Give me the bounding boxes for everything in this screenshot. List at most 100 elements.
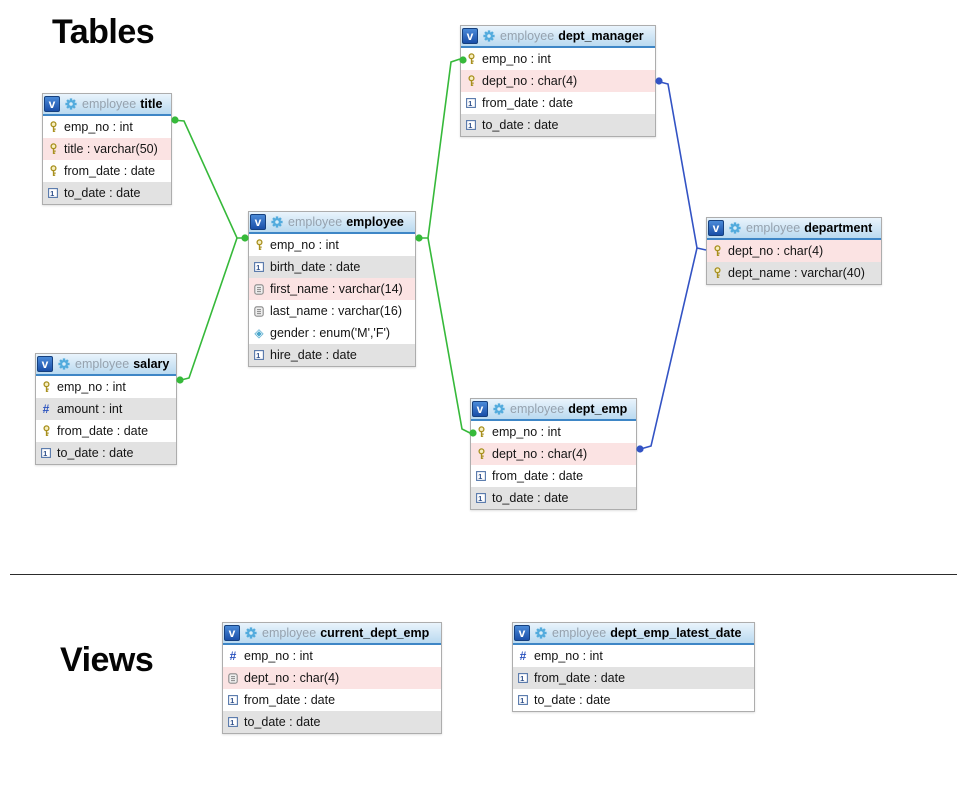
primary-key-icon [465, 53, 477, 65]
relation-line-dept_emp-department [636, 247, 698, 451]
svg-text:1: 1 [43, 449, 47, 458]
date-icon: 1 [253, 349, 265, 361]
column-label: to_date : date [244, 715, 321, 729]
date-icon: 1 [475, 470, 487, 482]
svg-text:1: 1 [478, 494, 482, 503]
gear-icon [64, 97, 78, 111]
table-name: department [804, 221, 873, 235]
primary-key-icon [47, 143, 59, 155]
table-name: dept_emp_latest_date [610, 626, 742, 640]
view-badge-icon: v [462, 28, 478, 44]
primary-key-icon [475, 426, 487, 438]
table-header[interactable]: v employee dept_manager [461, 26, 655, 48]
gear-icon [492, 402, 506, 416]
table-header[interactable]: v employee employee [249, 212, 415, 234]
column-label: first_name : varchar(14) [270, 282, 403, 296]
table-salary[interactable]: v employee salary emp_no : int # amount … [35, 353, 177, 465]
table-header[interactable]: v employee dept_emp [471, 399, 636, 421]
column-row: dept_no : char(4) [707, 240, 881, 262]
relation-anchor-dot [171, 116, 179, 124]
column-row: 1 to_date : date [471, 487, 636, 509]
column-label: emp_no : int [492, 425, 561, 439]
table-header[interactable]: v employee current_dept_emp [223, 623, 441, 645]
table-header[interactable]: v employee title [43, 94, 171, 116]
table-dept-manager[interactable]: v employee dept_manager emp_no : int dep… [460, 25, 656, 137]
svg-text:1: 1 [256, 263, 260, 272]
primary-key-icon [40, 381, 52, 393]
relation-line-dept_manager-department [655, 80, 707, 251]
table-header[interactable]: v employee dept_emp_latest_date [513, 623, 754, 645]
svg-text:1: 1 [468, 99, 472, 108]
relation-line-employee-dept_manager [416, 58, 461, 239]
column-row: emp_no : int [471, 421, 636, 443]
column-row: 1 to_date : date [36, 442, 176, 464]
schema-label: employee [288, 215, 343, 229]
primary-key-icon [47, 165, 59, 177]
primary-key-icon [711, 245, 723, 257]
date-icon: 1 [227, 694, 239, 706]
column-label: from_date : date [64, 164, 156, 178]
column-label: to_date : date [534, 693, 611, 707]
date-icon: 1 [517, 694, 529, 706]
table-header[interactable]: v employee department [707, 218, 881, 240]
table-dept-emp[interactable]: v employee dept_emp emp_no : int dept_no… [470, 398, 637, 510]
table-name: salary [133, 357, 170, 371]
gear-icon [270, 215, 284, 229]
table-name: dept_emp [568, 402, 628, 416]
view-dept-emp-latest-date[interactable]: v employee dept_emp_latest_date # emp_no… [512, 622, 755, 712]
view-badge-icon: v [44, 96, 60, 112]
column-label: dept_no : char(4) [244, 671, 340, 685]
svg-text:1: 1 [520, 674, 524, 683]
table-department[interactable]: v employee department dept_no : char(4) … [706, 217, 882, 285]
column-label: amount : int [57, 402, 123, 416]
view-badge-icon: v [514, 625, 530, 641]
column-row: first_name : varchar(14) [249, 278, 415, 300]
column-label: dept_name : varchar(40) [728, 266, 865, 280]
svg-text:1: 1 [520, 696, 524, 705]
schema-label: employee [552, 626, 607, 640]
column-row: dept_name : varchar(40) [707, 262, 881, 284]
svg-text:1: 1 [478, 472, 482, 481]
view-current-dept-emp[interactable]: v employee current_dept_emp # emp_no : i… [222, 622, 442, 734]
relation-anchor-dot [415, 234, 423, 242]
gear-icon [728, 221, 742, 235]
column-label: dept_no : char(4) [482, 74, 578, 88]
table-header[interactable]: v employee salary [36, 354, 176, 376]
column-label: from_date : date [57, 424, 149, 438]
tables-section-heading: Tables [52, 13, 155, 51]
view-badge-icon: v [250, 214, 266, 230]
column-row: 1 to_date : date [43, 182, 171, 204]
column-row: emp_no : int [43, 116, 171, 138]
column-label: from_date : date [482, 96, 574, 110]
column-row: # emp_no : int [223, 645, 441, 667]
relation-anchor-dot [655, 77, 663, 85]
primary-key-icon [711, 267, 723, 279]
column-label: emp_no : int [244, 649, 313, 663]
column-label: emp_no : int [64, 120, 133, 134]
column-row: title : varchar(50) [43, 138, 171, 160]
primary-key-icon [465, 75, 477, 87]
date-icon: 1 [47, 187, 59, 199]
column-row: 1 from_date : date [471, 465, 636, 487]
column-label: gender : enum('M','F') [270, 326, 391, 340]
schema-label: employee [75, 357, 130, 371]
column-row: dept_no : char(4) [223, 667, 441, 689]
column-row: 1 to_date : date [223, 711, 441, 733]
schema-label: employee [82, 97, 137, 111]
column-row: emp_no : int [36, 376, 176, 398]
table-title[interactable]: v employee title emp_no : int title : va… [42, 93, 172, 205]
table-name: dept_manager [558, 29, 644, 43]
relation-anchor-dot [176, 376, 184, 384]
svg-text:1: 1 [230, 718, 234, 727]
column-row: dept_no : char(4) [471, 443, 636, 465]
column-label: dept_no : char(4) [492, 447, 588, 461]
column-label: emp_no : int [57, 380, 126, 394]
table-employee[interactable]: v employee employee emp_no : int 1 birth… [248, 211, 416, 367]
column-label: to_date : date [492, 491, 569, 505]
relation-line-salary-employee [176, 237, 238, 382]
section-divider [10, 574, 957, 575]
column-row: 1 from_date : date [223, 689, 441, 711]
view-badge-icon: v [708, 220, 724, 236]
date-icon: 1 [253, 261, 265, 273]
gear-icon [482, 29, 496, 43]
